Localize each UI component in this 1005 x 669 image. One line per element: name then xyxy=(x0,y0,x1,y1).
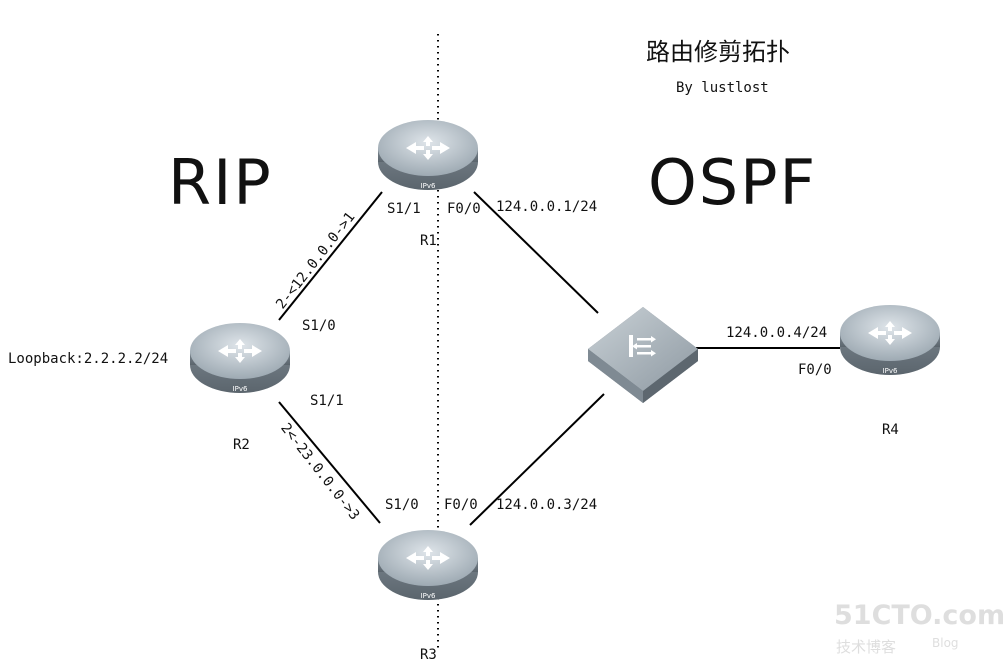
r4-f00-address: 124.0.0.4/24 xyxy=(726,325,828,341)
r4-badge: IPv6 xyxy=(883,367,898,375)
rip-area-label: RIP xyxy=(168,146,273,219)
r2-loopback-address: Loopback:2.2.2.2/24 xyxy=(8,351,169,367)
diagram-title: 路由修剪拓扑 xyxy=(646,38,790,66)
r1-f00-address: 124.0.0.1/24 xyxy=(496,199,598,215)
link-r2-r3 xyxy=(278,401,381,524)
topology-canvas: IPv6 IPv6 IPv6 IPv6 xyxy=(190,34,940,650)
router-r2-icon: IPv6 xyxy=(190,323,290,393)
diagram-subtitle: By lustlost xyxy=(676,80,769,96)
r3-f00-address: 124.0.0.3/24 xyxy=(496,497,598,513)
r2-s10-label: S1/0 xyxy=(302,318,336,334)
r3-f00-label: F0/0 xyxy=(444,497,478,513)
r1-name: R1 xyxy=(420,233,437,249)
r3-name: R3 xyxy=(420,647,437,663)
router-r3-icon: IPv6 xyxy=(378,530,478,600)
network-topology-diagram: IPv6 IPv6 IPv6 IPv6 xyxy=(8,34,1005,663)
router-r4-icon: IPv6 xyxy=(840,305,940,375)
router-r1-icon: IPv6 xyxy=(378,120,478,190)
r3-s10-label: S1/0 xyxy=(385,497,419,513)
r2-s11-label: S1/1 xyxy=(310,393,344,409)
r2-name: R2 xyxy=(233,437,250,453)
watermark-sub: 技术博客 xyxy=(836,638,897,656)
r1-badge: IPv6 xyxy=(421,182,436,190)
r4-name: R4 xyxy=(882,422,899,438)
watermark-blog: Blog xyxy=(932,636,959,650)
r2-badge: IPv6 xyxy=(233,385,248,393)
link-r2-r1 xyxy=(278,191,383,321)
ospf-area-label: OSPF xyxy=(648,146,818,219)
r1-s11-label: S1/1 xyxy=(387,201,421,217)
switch-icon xyxy=(588,307,698,403)
r4-f00-label: F0/0 xyxy=(798,362,832,378)
link-r1-switch xyxy=(473,191,599,314)
link-r3-switch xyxy=(469,393,605,526)
r3-badge: IPv6 xyxy=(421,592,436,600)
watermark-main: 51CTO.com xyxy=(834,600,1005,631)
r1-f00-label: F0/0 xyxy=(447,201,481,217)
site-watermark: 51CTO.com 技术博客 Blog xyxy=(834,600,1005,660)
